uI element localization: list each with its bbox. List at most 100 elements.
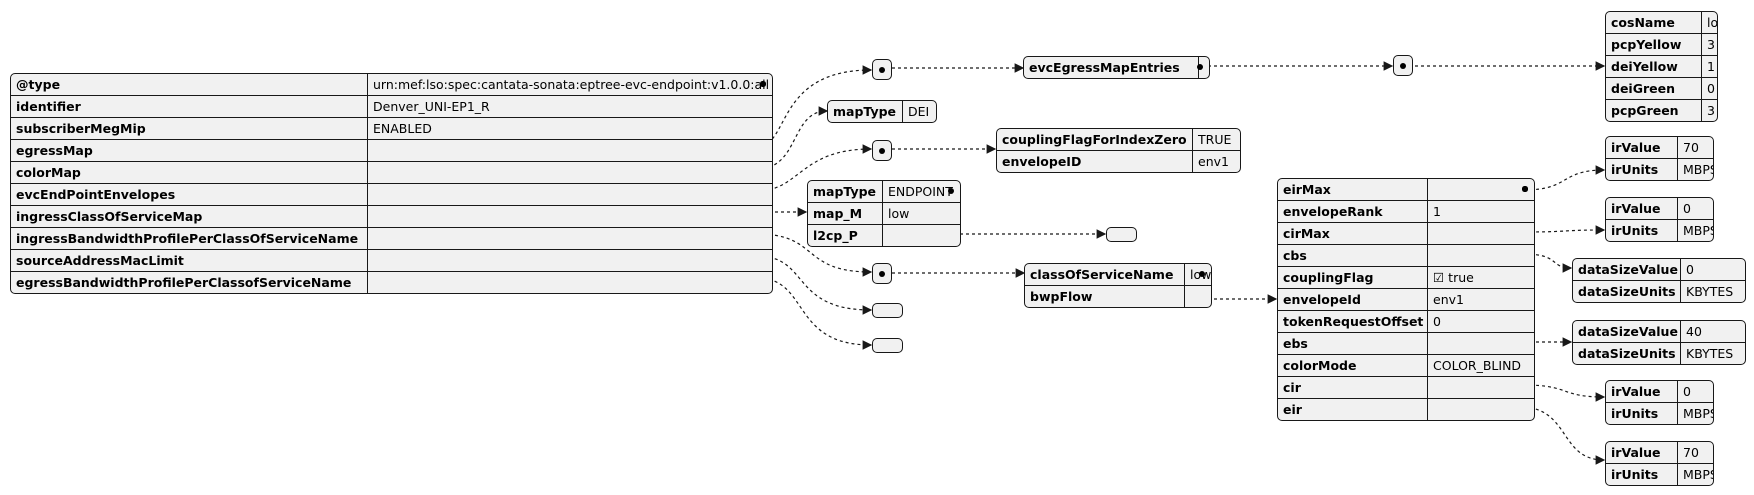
row-value: low <box>1707 15 1717 30</box>
row-value: 40 <box>1686 324 1702 339</box>
row-value <box>368 184 772 205</box>
row-value <box>1428 333 1534 354</box>
row-value: ☑ true <box>1433 270 1474 285</box>
cir-table: irValue0irUnitsMBPS <box>1605 380 1714 425</box>
table-row: cosNamelow <box>1606 12 1717 34</box>
row-value: 3 <box>1707 103 1715 118</box>
row-key: identifier <box>11 96 368 117</box>
row-key: mapType <box>808 181 883 202</box>
edge-eirmax <box>1523 165 1606 191</box>
table-row: cirMax <box>1278 186 1534 245</box>
row-value: 0 <box>1683 384 1691 399</box>
row-value: DEI <box>908 104 930 119</box>
row-key: colorMap <box>11 162 368 183</box>
row-value <box>368 162 772 183</box>
row-value: 3 <box>1707 37 1715 52</box>
connector-dot <box>879 147 885 154</box>
table-row: irUnitsMBPS <box>1606 403 1713 424</box>
row-value: 0 <box>1707 81 1715 96</box>
row-value: Denver_UNI-EP1_R <box>373 99 490 114</box>
row-value: 0 <box>1433 314 1441 329</box>
table-row: deiGreen 0 <box>1606 78 1717 100</box>
table-row: ebs <box>1278 186 1534 355</box>
egress-map-entry-table: cosNamelowpcpYellow3deiYellow1deiGreen0p… <box>1605 11 1718 122</box>
row-value: 70 <box>1683 140 1699 155</box>
row-value: 0 <box>1683 201 1691 216</box>
l2cp-empty-node <box>1106 227 1137 242</box>
table-row: cir <box>1278 186 1534 399</box>
row-key: couplingFlagForIndexZero <box>997 129 1193 150</box>
evc-egress-map-table: evcEgressMapEntries <box>1023 56 1210 79</box>
connector-dot <box>879 270 885 277</box>
row-key: dataSizeUnits <box>1573 281 1681 302</box>
row-key: deiGreen <box>1606 78 1702 99</box>
row-key: irValue <box>1606 198 1678 219</box>
table-row: l2cp_P <box>808 188 960 246</box>
cir-max-table: irValue 0 irUnitsMBPS <box>1605 197 1714 242</box>
row-value: MBPS <box>1683 406 1713 421</box>
row-value <box>368 140 772 161</box>
row-value: urn:mef:lso:spec:cantata-sonata:eptree-e… <box>373 77 770 92</box>
row-value: 1 <box>1433 204 1441 219</box>
row-key: envelopeID <box>997 151 1193 172</box>
table-row: dataSizeUnits KBYTES <box>1573 281 1745 302</box>
row-value: KBYTES <box>1686 284 1734 299</box>
table-row: egressBandwidthProfilePerClassofServiceN… <box>11 81 772 293</box>
row-key: eir <box>1278 399 1428 420</box>
table-row: cbs <box>1278 186 1534 267</box>
row-value: low <box>888 206 910 221</box>
row-key: irUnits <box>1606 159 1678 180</box>
bwp-per-cos-name-table: classOfServiceNamelowbwpFlow <box>1024 263 1212 308</box>
row-value <box>883 225 960 246</box>
row-value <box>1185 286 1211 307</box>
table-row: couplingFlag☑ true <box>1278 267 1534 289</box>
row-key: ingressBandwidthProfilePerClassOfService… <box>11 228 368 249</box>
row-value <box>1428 179 1534 200</box>
row-key: pcpGreen <box>1606 100 1702 121</box>
eir-max-table: irValue70irUnitsMBPS <box>1605 136 1714 181</box>
row-key: irValue <box>1606 442 1678 463</box>
edge-cirmax <box>1523 225 1606 235</box>
row-key: egressMap <box>11 140 368 161</box>
row-value: MBPS <box>1683 467 1713 482</box>
row-value: 0 <box>1686 262 1694 277</box>
row-value: ENABLED <box>373 121 432 136</box>
table-row: envelopeID env1 <box>997 151 1240 172</box>
edge-eir <box>1523 406 1606 465</box>
table-row: pcpGreen 3 <box>1606 100 1717 121</box>
row-key: envelopeId <box>1278 289 1428 310</box>
table-row: colorMode COLOR_BLIND <box>1278 355 1534 377</box>
table-row: bwpFlow <box>1025 271 1211 307</box>
egress-map-node <box>872 59 892 80</box>
row-value: 1 <box>1707 59 1715 74</box>
row-key: cir <box>1278 377 1428 398</box>
edge-cir <box>1523 384 1606 402</box>
row-key: colorMode <box>1278 355 1428 376</box>
row-value: KBYTES <box>1686 346 1734 361</box>
egress-bwp-empty-node <box>872 338 903 353</box>
edge-egressmap <box>756 65 873 148</box>
table-row: evcEgressMapEntries <box>1024 57 1209 78</box>
row-value: env1 <box>1198 154 1229 169</box>
table-row: irUnitsMBPS <box>1606 220 1713 241</box>
bwp-name-node <box>872 263 892 284</box>
table-row: colorMap <box>11 81 772 184</box>
edge-macpath <box>756 255 873 315</box>
row-value <box>368 250 772 271</box>
table-row: eir <box>1278 186 1534 420</box>
table-row: sourceAddressMacLimit <box>11 81 772 272</box>
connector-dot <box>1199 271 1205 277</box>
row-key: bwpFlow <box>1025 286 1185 307</box>
row-value: COLOR_BLIND <box>1433 358 1522 373</box>
